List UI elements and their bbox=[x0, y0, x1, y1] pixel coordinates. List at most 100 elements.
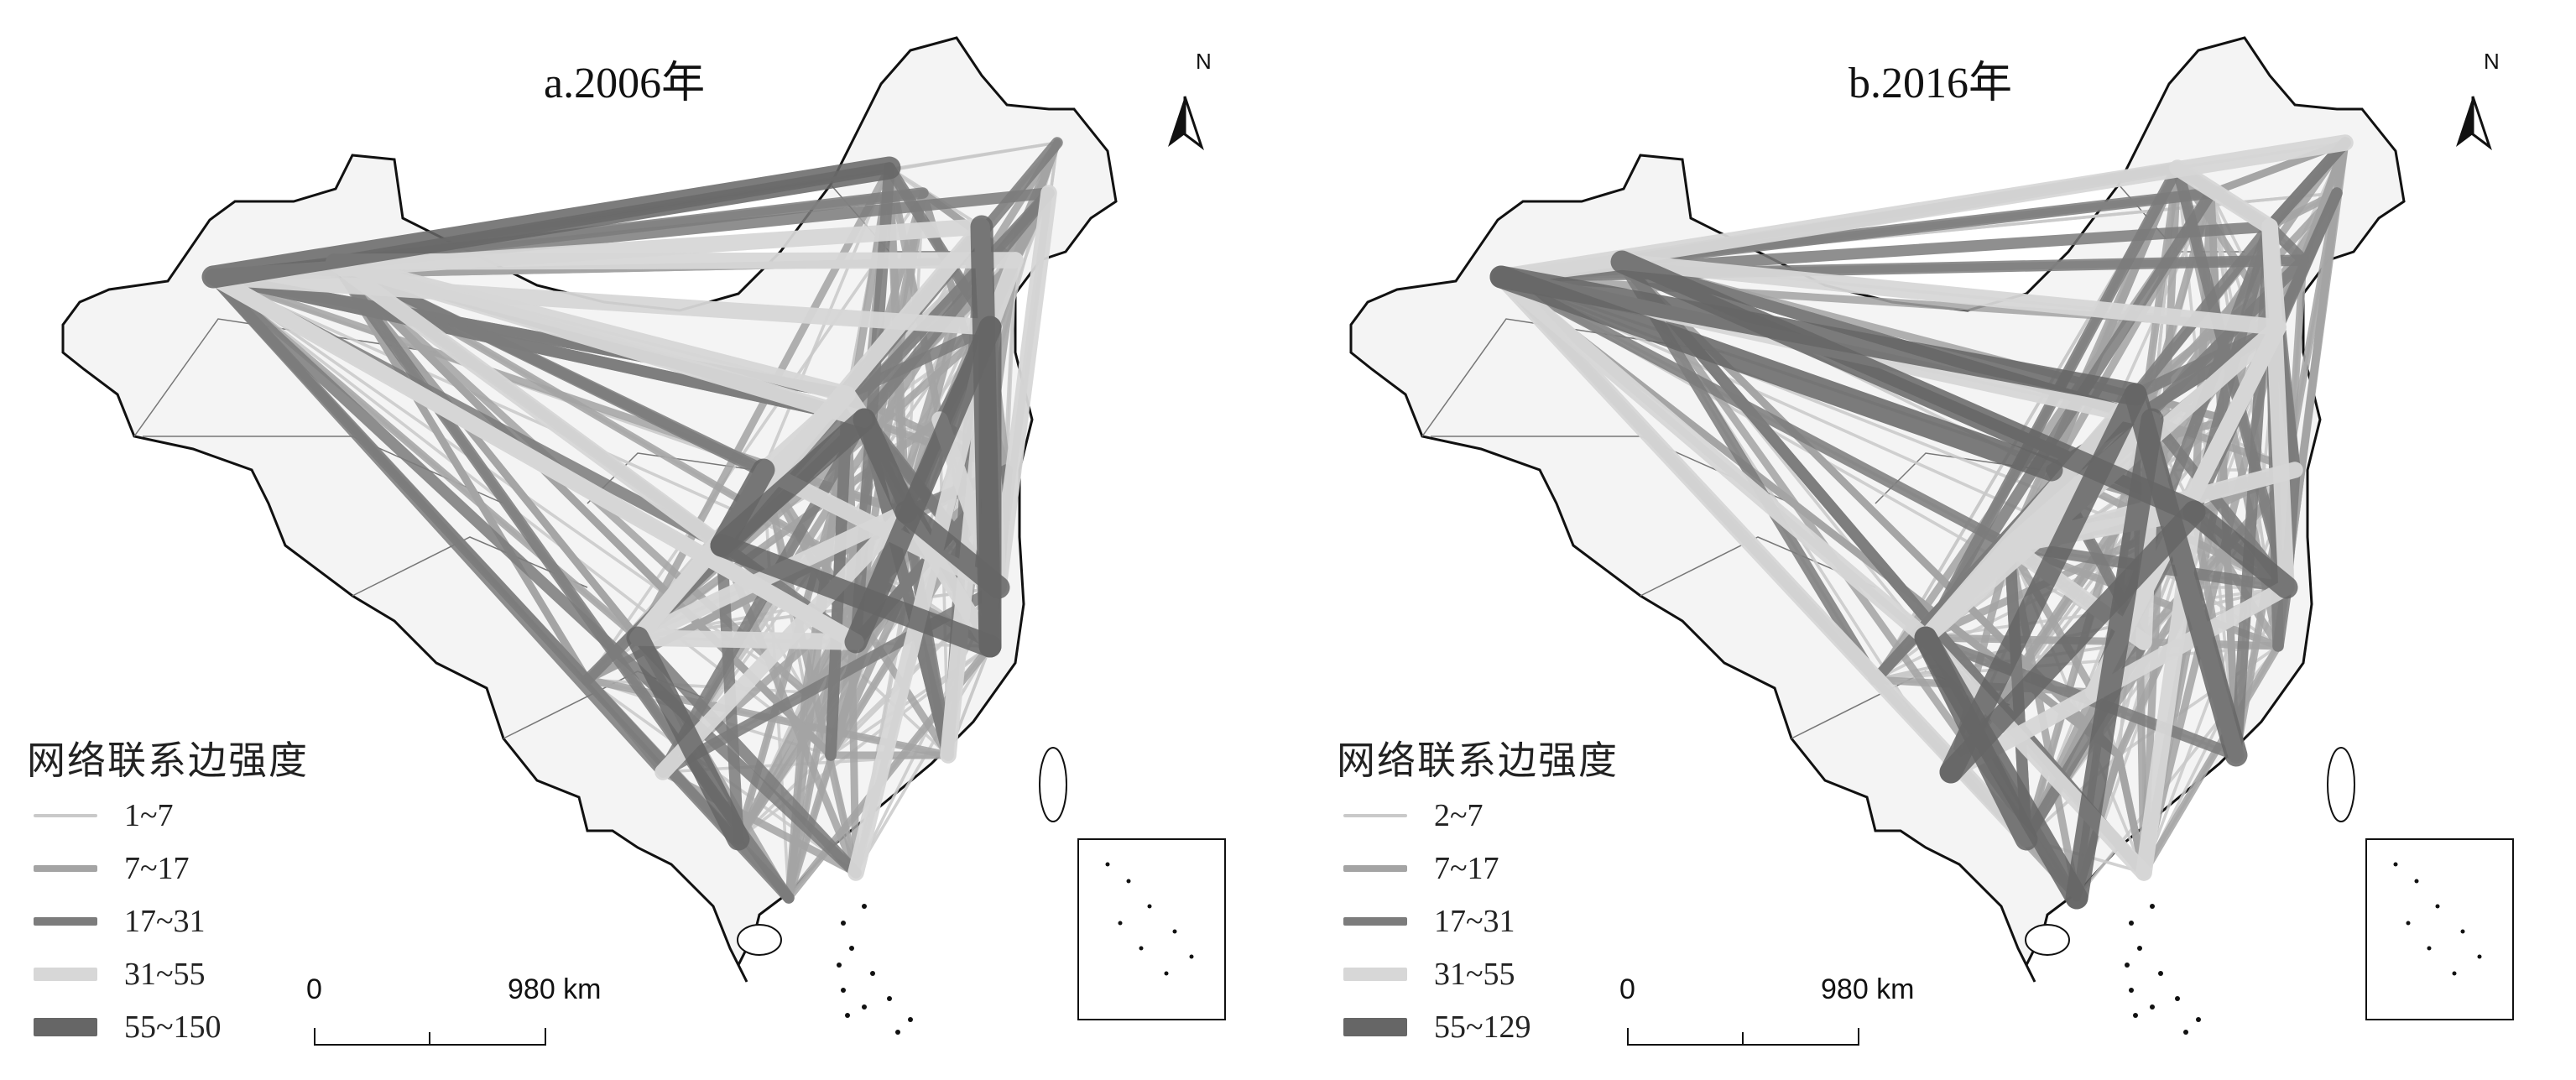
legend-label: 7~17 bbox=[124, 851, 190, 886]
island-hainan bbox=[737, 924, 782, 956]
network-edge bbox=[853, 408, 918, 524]
network-edge bbox=[201, 156, 901, 289]
network-edge bbox=[1939, 383, 2147, 784]
network-edge bbox=[990, 185, 1057, 596]
network-edge bbox=[326, 253, 730, 554]
network-edge bbox=[586, 191, 925, 681]
map-panel-2006: a.2006年 N 网络联系边强度 1~7 7~17 17~31 31~55 5… bbox=[27, 36, 1226, 1048]
network-edge bbox=[2261, 218, 2287, 336]
island-dot bbox=[862, 904, 867, 909]
network-edge bbox=[2124, 383, 2248, 767]
legend-label: 17~31 bbox=[1434, 904, 1515, 939]
inset-island-dot bbox=[1139, 946, 1144, 951]
legend-item: 55~129 bbox=[1343, 1006, 1531, 1048]
network-map bbox=[1349, 36, 2514, 1046]
island-taiwan bbox=[1039, 747, 1067, 822]
inset-island-dot bbox=[1105, 862, 1110, 867]
north-arrow-right bbox=[1183, 96, 1204, 151]
network-edge bbox=[710, 458, 775, 557]
inset-island-dot bbox=[1172, 929, 1177, 934]
network-edge bbox=[894, 500, 1010, 599]
inset-island-dot bbox=[1189, 954, 1194, 959]
legend-label: 7~17 bbox=[1434, 851, 1499, 886]
network-edge bbox=[207, 271, 862, 879]
inset-island-dot bbox=[2477, 954, 2482, 959]
island-taiwan bbox=[2327, 747, 2355, 822]
north-arrow-left bbox=[2456, 97, 2473, 147]
south-china-sea-islands bbox=[737, 747, 1067, 1035]
south-china-sea-inset bbox=[2365, 838, 2514, 1020]
inset-frame bbox=[2365, 838, 2514, 1020]
scale-start-label: 0 bbox=[306, 973, 322, 1005]
map-panel-2016: b.2016年 N 网络联系边强度 2~7 7~17 17~31 31~55 5… bbox=[1288, 0, 2576, 1080]
network-edge bbox=[858, 187, 1055, 425]
island-dot bbox=[887, 996, 892, 1001]
network-edge bbox=[326, 252, 1024, 270]
legend-item: 31~55 bbox=[1343, 953, 1515, 995]
network-edge bbox=[207, 271, 669, 778]
island-dot bbox=[862, 1004, 867, 1010]
island-dot bbox=[845, 1013, 850, 1018]
legend-swatch bbox=[1343, 968, 1407, 981]
network-edge bbox=[1489, 265, 2063, 482]
inset-island-dot bbox=[1118, 921, 1123, 926]
network-edge bbox=[847, 319, 999, 881]
island-dot bbox=[2129, 921, 2134, 926]
network-edge bbox=[1614, 253, 2287, 336]
network-edge bbox=[2182, 500, 2298, 599]
island-dot bbox=[895, 1030, 900, 1035]
legend-item: 55~150 bbox=[34, 1006, 222, 1048]
island-dot bbox=[2158, 971, 2163, 976]
legend-label: 2~7 bbox=[1434, 798, 1484, 833]
map-title: a.2006年 bbox=[544, 60, 706, 107]
network-edges bbox=[201, 137, 1063, 904]
network-edge bbox=[1493, 134, 2354, 285]
network-edge bbox=[1493, 269, 1934, 646]
inset-island-dot bbox=[2393, 862, 2398, 867]
north-arrow-right bbox=[2471, 96, 2492, 151]
inset-island-dot bbox=[2406, 921, 2411, 926]
inset-island-dot bbox=[2427, 946, 2432, 951]
network-edge bbox=[626, 626, 750, 851]
legend-item: 1~7 bbox=[34, 795, 174, 837]
island-dot bbox=[870, 971, 875, 976]
network-edge bbox=[710, 534, 1002, 658]
inset-island-dot bbox=[2414, 879, 2419, 884]
inset-island-dot bbox=[1164, 971, 1169, 976]
inset-island-dot bbox=[2452, 971, 2457, 976]
scale-bar bbox=[314, 1028, 546, 1046]
inset-island-dot bbox=[1147, 904, 1152, 909]
network-edge bbox=[330, 258, 592, 684]
legend-item: 7~17 bbox=[1343, 848, 1499, 890]
legend-label: 55~129 bbox=[1434, 1010, 1531, 1045]
inset-frame bbox=[1077, 838, 1226, 1020]
legend-swatch bbox=[34, 968, 97, 981]
scale-start-label: 0 bbox=[1619, 973, 1635, 1005]
legend-label: 1~7 bbox=[124, 798, 174, 833]
north-arrow-icon bbox=[2456, 96, 2492, 151]
network-edge bbox=[205, 269, 999, 336]
scale-end-label: 980 km bbox=[508, 973, 602, 1005]
network-edge bbox=[2130, 221, 2276, 400]
legend-title: 网络联系边强度 bbox=[1337, 739, 1619, 782]
legend-swatch bbox=[34, 814, 97, 817]
legend-title: 网络联系边强度 bbox=[27, 739, 309, 782]
network-edge bbox=[1920, 187, 2217, 644]
network-edge bbox=[2140, 642, 2282, 877]
island-dot bbox=[2150, 904, 2155, 909]
legend-label: 31~55 bbox=[1434, 957, 1515, 992]
island-dot bbox=[849, 946, 854, 951]
island-dot bbox=[841, 921, 846, 926]
legend-item: 31~55 bbox=[34, 953, 206, 995]
network-edge bbox=[844, 316, 1002, 654]
legend-swatch bbox=[34, 916, 97, 926]
network-edge bbox=[734, 189, 927, 843]
north-arrow-left bbox=[1168, 97, 1185, 147]
scale-bar bbox=[1627, 1028, 1859, 1046]
legend-swatch bbox=[1343, 814, 1407, 817]
island-dot bbox=[2196, 1017, 2201, 1022]
island-dot bbox=[841, 988, 846, 993]
network-edge bbox=[629, 629, 864, 650]
network-map bbox=[61, 36, 1226, 1046]
scale-end-label: 980 km bbox=[1821, 973, 1915, 1005]
